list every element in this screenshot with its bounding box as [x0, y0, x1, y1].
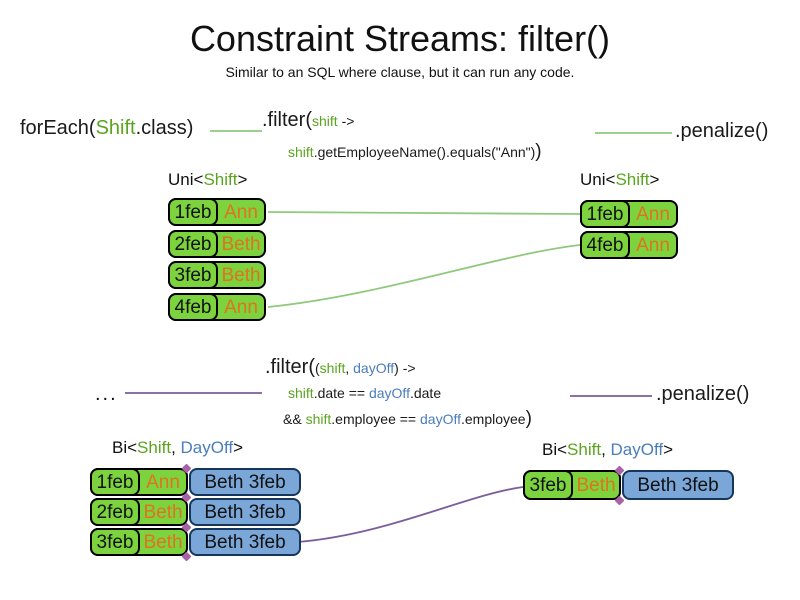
shift-card: 4feb Ann: [580, 231, 678, 259]
shift-date: 4feb: [580, 231, 630, 259]
code-penalize1: .penalize(): [675, 120, 769, 142]
code-body1-prop: .date: [409, 385, 442, 401]
code-filter1-close: ): [535, 141, 542, 162]
code-filter1-body: shift.getEmployeeName().equals("Ann")): [288, 141, 542, 163]
code-filter1: .filter(shift ->: [262, 109, 354, 132]
bi-date: 1feb: [90, 468, 140, 496]
bi-left-post: >: [233, 438, 244, 457]
code-filter2-method: .filter(: [265, 356, 315, 378]
connector-shift-1feb: [267, 211, 581, 215]
code-filter2-body2: && shift.employee == dayOff.employee): [283, 408, 532, 430]
shift-name: Beth: [221, 264, 261, 286]
shift-name: Ann: [636, 203, 670, 225]
bi-left-comma: ,: [171, 438, 181, 457]
uni-right-pre: Uni<: [580, 170, 616, 189]
connector-bi-3feb: [297, 486, 524, 543]
bi-right-post: >: [663, 440, 674, 459]
bi-name: Beth: [143, 531, 183, 553]
bi-name: Ann: [146, 471, 180, 493]
bi-dayoff-part: Beth 3feb: [189, 528, 301, 556]
shift-name: Ann: [224, 201, 258, 223]
code-filter1-method: .filter(: [262, 109, 312, 131]
code-foreach: forEach(Shift.class): [20, 117, 193, 140]
code-body2-prop: .employee: [461, 411, 526, 427]
bi-dayoff-part: Beth 3feb: [189, 468, 301, 496]
code-filter1-arg: shift: [312, 113, 338, 129]
bi-date: 3feb: [90, 528, 140, 556]
bi-right-shift: Shift: [567, 440, 602, 459]
code-filter1-arrow: ->: [337, 113, 355, 129]
code-body1-shift: shift: [288, 385, 314, 401]
code-filter2-pclose: ): [394, 360, 399, 376]
bi-shift-part: 1feb Ann: [90, 468, 188, 496]
shift-date: 3feb: [168, 261, 218, 289]
uni-right-type: Shift: [615, 170, 650, 189]
bi-label-left: Bi<Shift, DayOff>: [112, 438, 243, 458]
uni-left-pre: Uni<: [168, 170, 204, 189]
code-filter2: .filter((shift, dayOff) ->: [265, 356, 416, 379]
bi-left-dayoff: DayOff: [180, 438, 234, 457]
code-body2-shift: shift: [305, 411, 332, 427]
code-ellipsis: ...: [95, 383, 118, 405]
code-filter1-expr: .getEmployeeName().equals("Ann"): [313, 144, 536, 160]
shift-date: 2feb: [168, 230, 218, 258]
shift-name: Ann: [224, 296, 258, 318]
bi-date: 3feb: [523, 470, 573, 500]
code-body2-and: &&: [283, 411, 306, 427]
shift-card: 1feb Ann: [168, 198, 266, 226]
bi-date: 2feb: [90, 498, 140, 526]
code-body1-eq: .date ==: [313, 385, 369, 401]
bi-dayoff-part: Beth 3feb: [622, 470, 734, 500]
page-title: Constraint Streams: filter(): [189, 18, 611, 59]
code-penalize2: .penalize(): [656, 383, 750, 405]
code-filter2-arg1: shift: [319, 360, 346, 376]
connector-shift-4feb: [267, 244, 581, 308]
code-body1-dayoff: dayOff: [368, 385, 410, 401]
code-filter1-var: shift: [288, 144, 314, 160]
uni-label-right: Uni<Shift>: [580, 170, 659, 190]
code-foreach-class: Shift: [95, 117, 136, 139]
code-foreach-pre: forEach(: [20, 117, 96, 139]
code-filter2-close: ): [525, 408, 532, 429]
bi-name: Beth: [576, 474, 616, 496]
uni-left-post: >: [237, 170, 248, 189]
bi-left-pre: Bi<: [112, 438, 138, 457]
code-foreach-post: .class): [135, 117, 194, 139]
shift-date: 1feb: [580, 200, 630, 228]
uni-label-left: Uni<Shift>: [168, 170, 247, 190]
uni-left-type: Shift: [203, 170, 238, 189]
code-filter2-popen: (: [315, 360, 320, 376]
shift-card: 1feb Ann: [580, 200, 678, 228]
bi-right-dayoff: DayOff: [610, 440, 664, 459]
page-subtitle: Similar to an SQL where clause, but it c…: [225, 64, 575, 80]
bi-card: 1feb Ann Beth 3feb: [90, 468, 301, 496]
shift-name: Ann: [636, 234, 670, 256]
code-body2-eq: .employee ==: [331, 411, 420, 427]
bi-dayoff-part: Beth 3feb: [189, 498, 301, 526]
bi-name: Beth: [143, 501, 183, 523]
code-body2-dayoff: dayOff: [420, 411, 461, 427]
shift-date: 4feb: [168, 293, 218, 321]
shift-card: 4feb Ann: [168, 293, 266, 321]
code-filter2-body1: shift.date == dayOff.date: [288, 385, 441, 401]
shift-name: Beth: [221, 233, 261, 255]
code-filter2-arrow: ->: [398, 360, 416, 376]
code-filter2-comma: ,: [345, 360, 354, 376]
uni-right-post: >: [649, 170, 660, 189]
shift-date: 1feb: [168, 198, 218, 226]
code-filter2-arg2: dayOff: [353, 360, 395, 376]
bi-left-shift: Shift: [137, 438, 172, 457]
bi-right-comma: ,: [601, 440, 611, 459]
bi-label-right: Bi<Shift, DayOff>: [542, 440, 673, 460]
bi-right-pre: Bi<: [542, 440, 568, 459]
